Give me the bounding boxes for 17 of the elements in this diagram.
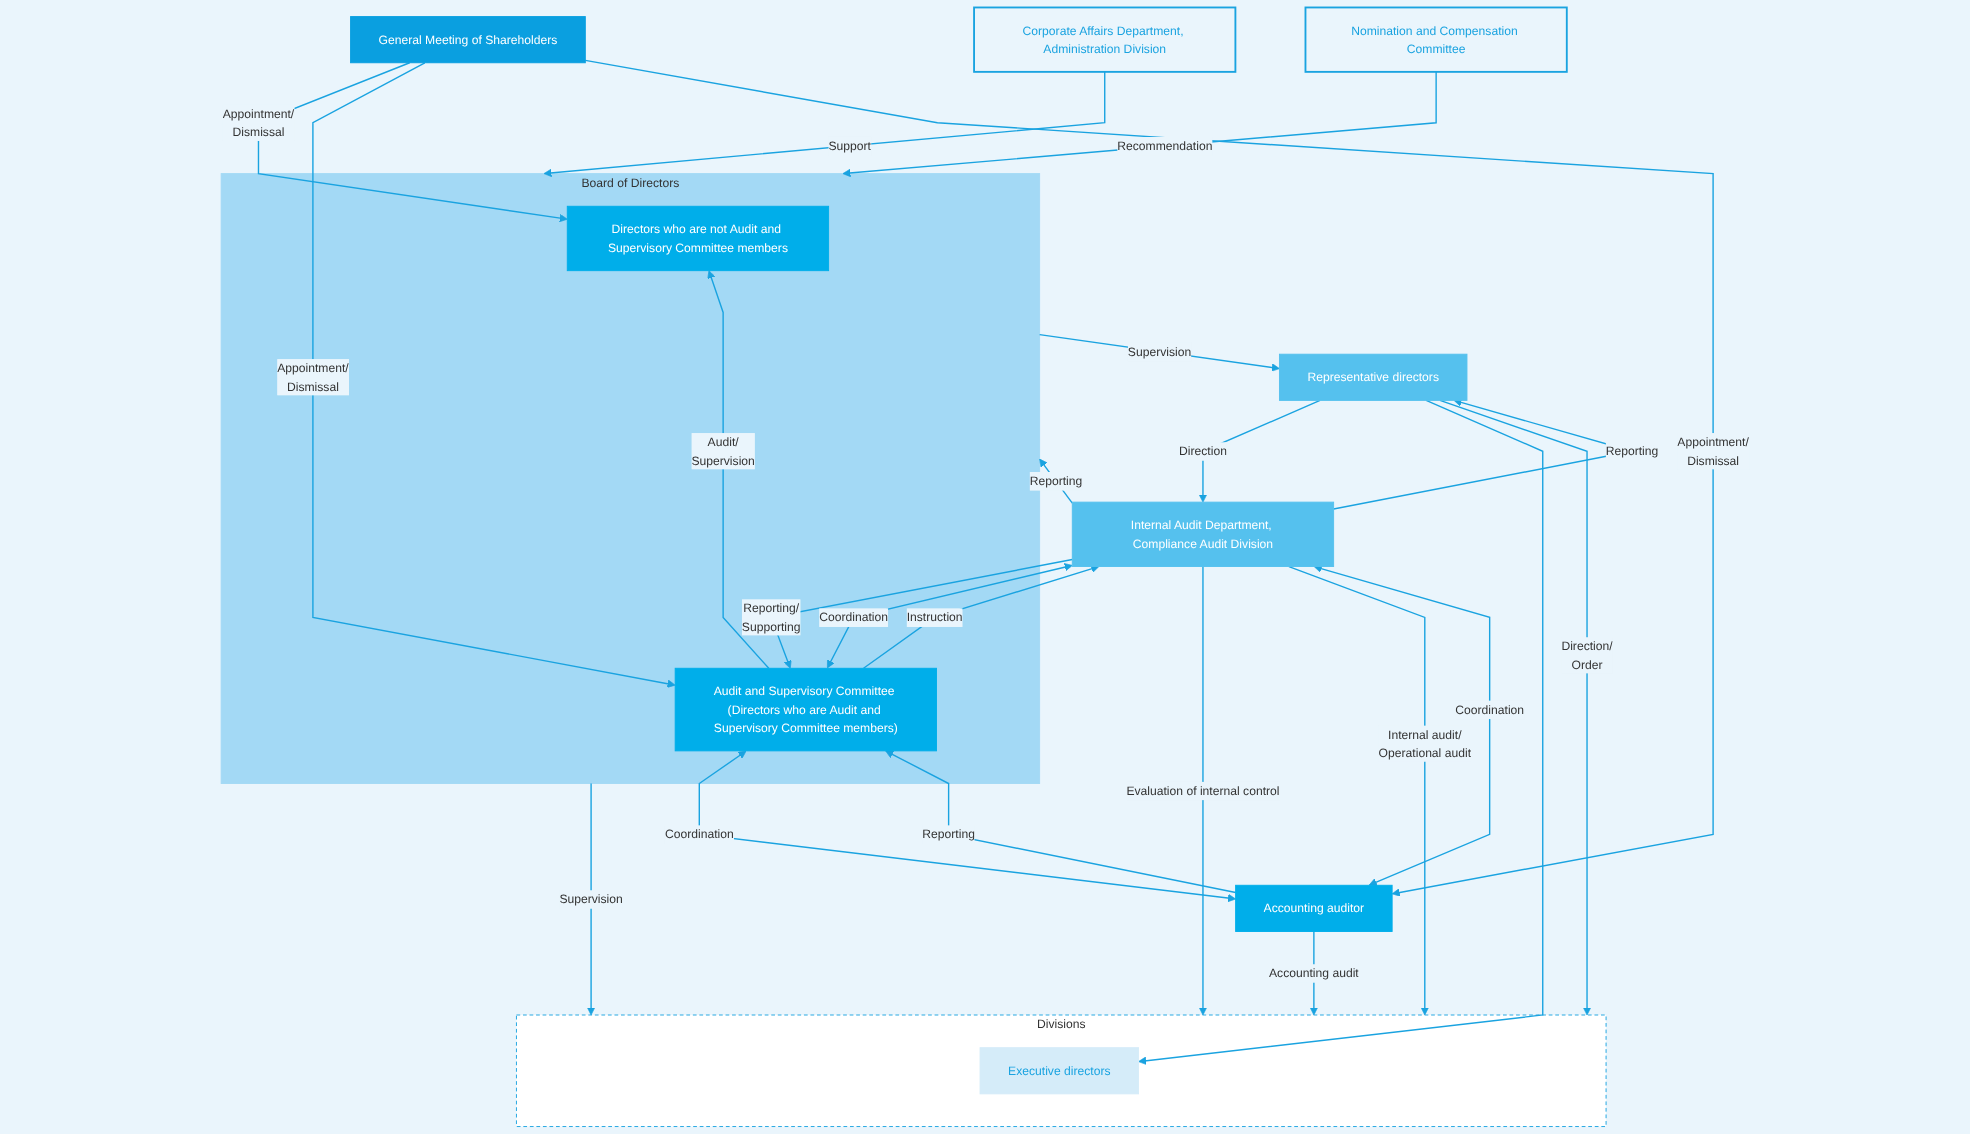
arrow	[257, 62, 568, 223]
arrow	[1038, 333, 1280, 372]
arrow	[1198, 565, 1208, 1016]
arrow	[827, 563, 1073, 669]
arrow	[1313, 564, 1491, 887]
arrow	[862, 564, 1100, 669]
arrow	[1138, 399, 1544, 1065]
arrow	[584, 59, 1714, 897]
arrow	[842, 71, 1437, 178]
arrow	[312, 62, 676, 688]
arrow	[543, 71, 1106, 177]
arrow	[587, 782, 596, 1016]
arrow	[698, 750, 1236, 903]
arrow	[1439, 399, 1592, 1016]
arrow	[1198, 399, 1321, 503]
arrow	[707, 270, 770, 669]
arrow	[885, 750, 1237, 894]
